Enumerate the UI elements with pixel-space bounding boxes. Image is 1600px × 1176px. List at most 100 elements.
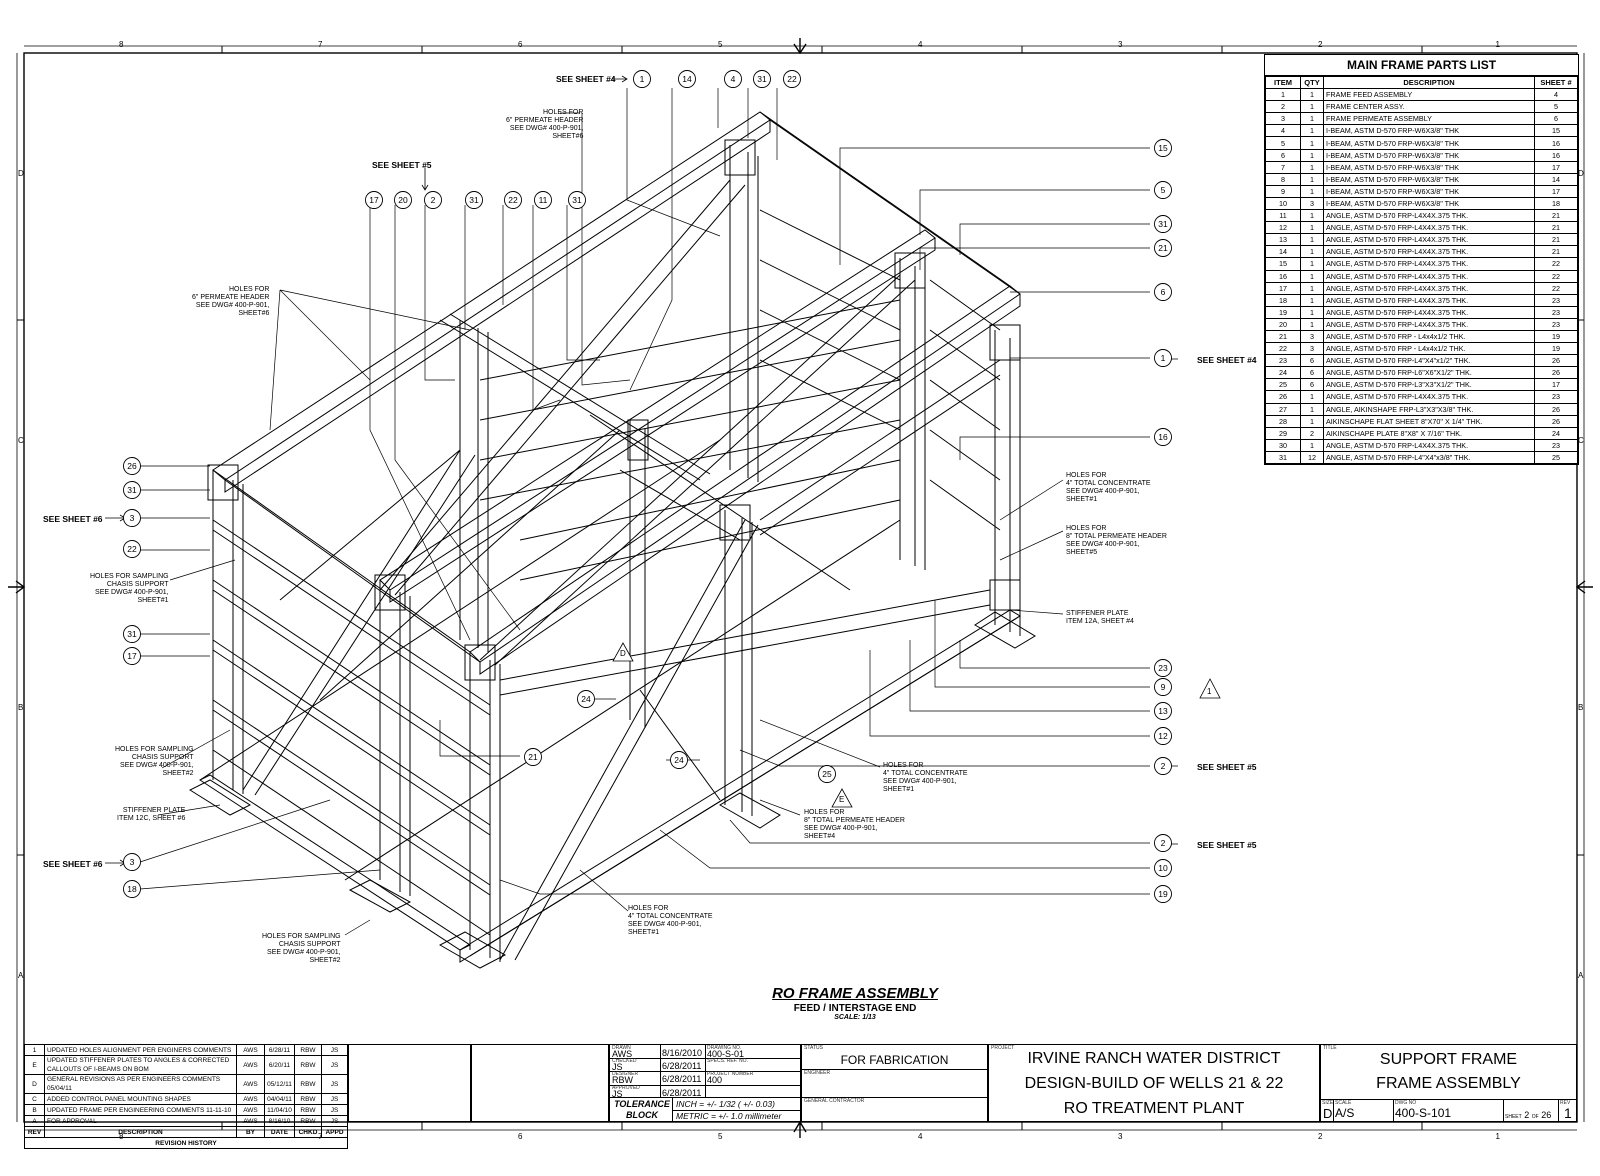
zone-col-label: 3 — [1118, 40, 1123, 49]
part-description: ANGLE, ASTM D-570 FRP-L4X4X.375 THK. — [1323, 438, 1535, 452]
note-line: CHASIS SUPPORT — [131, 754, 194, 761]
rev-mark-d: D — [620, 649, 626, 658]
callout-number: 1 — [639, 74, 645, 84]
rev-letter: D — [24, 1074, 45, 1094]
part-sheet: 23 — [1534, 317, 1578, 331]
inch-tolerance: INCH = +/- 1/32 ( +/- 0.03) — [676, 1099, 775, 1109]
part-qty: 2 — [1300, 426, 1324, 440]
callout-balloon — [633, 70, 651, 88]
part-description: ANGLE, AIKINSHAPE FRP-L3"X3"X3/8" THK. — [1323, 402, 1535, 416]
part-item: 16 — [1265, 269, 1301, 283]
part-description: ANGLE, ASTM D-570 FRP-L4X4X.375 THK. — [1323, 293, 1535, 307]
callout-balloon — [670, 751, 688, 769]
part-qty: 3 — [1300, 196, 1324, 211]
engineer-label: ENGINEER — [804, 1070, 831, 1076]
header-qty: QTY — [1300, 75, 1324, 90]
rev-chkd: RBW — [294, 1093, 322, 1105]
note-line: HOLES FOR — [628, 905, 669, 912]
part-qty: 1 — [1300, 269, 1324, 283]
part-description: FRAME FEED ASSEMBLY — [1323, 88, 1535, 102]
part-description: ANGLE, ASTM D-570 FRP-L6"X6"X1/2" THK. — [1323, 366, 1535, 380]
part-sheet: 23 — [1534, 293, 1578, 307]
rev-chkd: RBW — [294, 1074, 322, 1094]
callout-number: 5 — [1160, 185, 1166, 195]
callout-number: 25 — [822, 769, 832, 779]
sheet-no: 2 — [1524, 1110, 1530, 1120]
callout-number: 31 — [757, 74, 767, 84]
approved-date: 6/28/2011 — [662, 1088, 702, 1098]
part-description: I-BEAM, ASTM D-570 FRP-W6X3/8" THK — [1323, 196, 1535, 211]
part-qty: 1 — [1300, 245, 1324, 259]
note-line: 4" TOTAL CONCENTRATE — [628, 913, 713, 920]
sheet-of: SHEET 2 OF 26 — [1505, 1110, 1551, 1120]
note-line: 4" TOTAL CONCENTRATE — [883, 770, 968, 777]
drawn-by: AWS — [612, 1049, 633, 1059]
part-item: 8 — [1265, 172, 1301, 186]
note-line: HOLES FOR — [228, 286, 270, 293]
scale-value: A/S — [1335, 1106, 1355, 1120]
part-qty: 1 — [1300, 209, 1324, 223]
part-qty: 1 — [1300, 233, 1324, 247]
part-item: 1 — [1265, 88, 1301, 102]
part-item: 21 — [1265, 329, 1301, 344]
part-sheet: 15 — [1534, 124, 1578, 138]
note-line: SHEET#6 — [552, 133, 584, 140]
callout-number: 12 — [1158, 731, 1168, 741]
rev-letter: E — [24, 1055, 45, 1075]
callout-number: 22 — [787, 74, 797, 84]
callout-balloon — [678, 70, 696, 88]
callout-balloon — [504, 191, 522, 209]
part-qty: 6 — [1300, 366, 1324, 380]
note-line: SHEET#2 — [162, 770, 194, 777]
see-sheet-6-lower: SEE SHEET #6 — [43, 859, 103, 869]
rev-letter: C — [24, 1093, 45, 1105]
status-value: FOR FABRICATION — [840, 1053, 949, 1067]
approved-label: APPROVED — [612, 1085, 640, 1091]
callout-number: 15 — [1158, 143, 1168, 153]
part-item: 4 — [1265, 124, 1301, 138]
note-line: SEE DWG# 400-P-901, — [195, 302, 270, 309]
part-sheet: 17 — [1534, 184, 1578, 198]
note-line: SEE DWG# 400-P-901, — [120, 762, 194, 769]
part-qty: 1 — [1300, 390, 1324, 404]
callout-balloon — [123, 880, 141, 898]
part-item: 2 — [1265, 100, 1301, 114]
rev-description: UPDATED FRAME PER ENGINEERING COMMENTS 1… — [44, 1104, 237, 1116]
part-sheet: 6 — [1534, 112, 1578, 126]
callout-number: 2 — [1160, 761, 1166, 771]
callout-balloon — [524, 748, 542, 766]
note-line: HOLES FOR — [1066, 472, 1107, 479]
note-line: SHEET#1 — [628, 929, 660, 936]
part-qty: 3 — [1300, 329, 1324, 344]
part-item: 23 — [1265, 354, 1301, 368]
part-sheet: 19 — [1534, 342, 1578, 356]
note-line: SEE DWG# 400-P-901, — [1066, 488, 1140, 495]
part-qty: 1 — [1300, 88, 1324, 102]
rev-appd: JS — [321, 1055, 348, 1075]
note-line: SEE DWG# 400-P-901, — [509, 125, 584, 132]
zone-col-label: 7 — [318, 40, 323, 49]
rev-by: AWS — [236, 1044, 265, 1056]
callout-balloon — [1154, 428, 1172, 446]
part-sheet: 26 — [1534, 366, 1578, 380]
size-label: SIZE — [1322, 1100, 1334, 1106]
spec-label: SPECS. REF. NO. — [707, 1058, 748, 1064]
callout-balloon — [1154, 702, 1172, 720]
part-sheet: 25 — [1534, 450, 1578, 465]
designer-label: DESIGNER — [612, 1071, 639, 1077]
callout-balloon — [465, 191, 483, 209]
part-sheet: 22 — [1534, 281, 1578, 295]
header-item: ITEM — [1265, 75, 1301, 90]
rev-appd: JS — [321, 1044, 348, 1056]
part-sheet: 21 — [1534, 209, 1578, 223]
